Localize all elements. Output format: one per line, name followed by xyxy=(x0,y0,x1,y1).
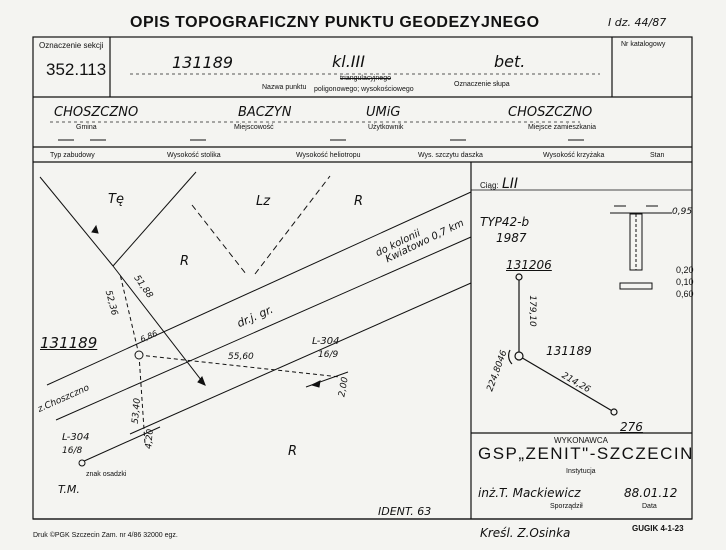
height-label-1: Wysokość stolika xyxy=(167,152,221,159)
depth-2: 0,20 xyxy=(676,265,694,275)
gmina-value: CHOSZCZNO xyxy=(54,105,139,120)
znak-label: znak osadzki xyxy=(86,471,127,478)
side-point-bottom: 276 xyxy=(620,420,643,434)
ident-label: IDENT. 63 xyxy=(378,505,432,518)
depth-1: 0,95 xyxy=(672,207,693,217)
tm-label: T.M. xyxy=(58,483,80,496)
miejscowosc-value: BACZYN xyxy=(238,105,292,120)
section-label: Oznaczenie sekcji xyxy=(39,41,104,50)
gmina-label: Gmina xyxy=(76,124,97,131)
date-value: 88.01.12 xyxy=(624,486,678,500)
ciag-label: Ciąg: xyxy=(480,181,499,190)
side-point-top: 131206 xyxy=(506,258,552,272)
benchmark-l304-b-sub: 16/8 xyxy=(62,446,83,456)
zamieszkania-value: CHOSZCZNO xyxy=(508,105,593,120)
zamieszkania-label: Miejsce zamieszkania xyxy=(528,124,597,131)
map-point-label: 131189 xyxy=(40,334,98,352)
print-note: Druk ©PGK Szczecin Zam. nr 4/86 32000 eg… xyxy=(33,532,178,539)
benchmark-l304-b: L-304 xyxy=(62,432,90,443)
uzytkownik-value: UMiG xyxy=(366,105,401,120)
height-label-2: Wysokość heliotropu xyxy=(296,152,361,159)
post-type: bet. xyxy=(494,52,526,71)
drawn-by: Kreśl. Z.Osinka xyxy=(480,526,571,540)
height-label-5: Stan xyxy=(650,152,665,159)
catalog-label: Nr katalogowy xyxy=(621,41,666,48)
typ-value: TYP42-b xyxy=(480,215,530,229)
depth-4: 0,60 xyxy=(676,289,694,299)
author-label: Sporządził xyxy=(550,503,583,510)
polygon-label: poligonowego; wysokościowego xyxy=(314,86,414,93)
benchmark-l304-a-sub: 16/9 xyxy=(318,350,339,360)
point-class: kl.III xyxy=(332,52,365,71)
post-label: Oznaczenie słupa xyxy=(454,81,510,88)
height-label-0: Typ zabudowy xyxy=(50,152,95,159)
date-label: Data xyxy=(642,503,657,510)
name-label: Nazwa punktu xyxy=(262,84,307,91)
form-code: GUGIK 4-1-23 xyxy=(632,524,684,533)
map-label-tc: Tę xyxy=(108,192,124,207)
section-value: 352.113 xyxy=(46,60,107,79)
benchmark-l304-a: L-304 xyxy=(312,336,340,347)
map-label-r3: R xyxy=(288,444,298,459)
institution-label: Instytucja xyxy=(566,468,596,475)
trig-label: triangulacyjnego xyxy=(340,75,391,82)
depth-3: 0,10 xyxy=(676,277,694,287)
point-number: 131189 xyxy=(172,53,234,72)
uzytkownik-label: Użytkownik xyxy=(368,124,404,131)
dist-5560: 55,60 xyxy=(228,352,254,362)
year-value: 1987 xyxy=(496,231,527,245)
miejscowosc-label: Miejscowość xyxy=(234,124,274,131)
map-label-r1: R xyxy=(354,194,364,209)
form-reference: I dz. 44/87 xyxy=(608,16,667,29)
height-label-3: Wys. szczytu daszka xyxy=(418,152,483,159)
page-title: OPIS TOPOGRAFICZNY PUNKTU GEODEZYJNEGO xyxy=(130,14,540,31)
executor-name: GSP„ZENIT"-SZCZECIN xyxy=(478,444,694,463)
dist-420: 4,20 xyxy=(144,428,156,450)
height-label-4: Wysokość krzyżaka xyxy=(543,152,605,159)
executor-label: WYKONAWCA xyxy=(554,436,608,445)
map-label-lz: Lz xyxy=(256,194,271,209)
side-point-mid: 131189 xyxy=(546,344,592,358)
side-dist-1: 179,10 xyxy=(526,295,537,327)
ciag-value: LII xyxy=(502,176,519,192)
author-value: inż.T. Mackiewicz xyxy=(478,486,581,500)
map-label-r2: R xyxy=(180,254,190,269)
